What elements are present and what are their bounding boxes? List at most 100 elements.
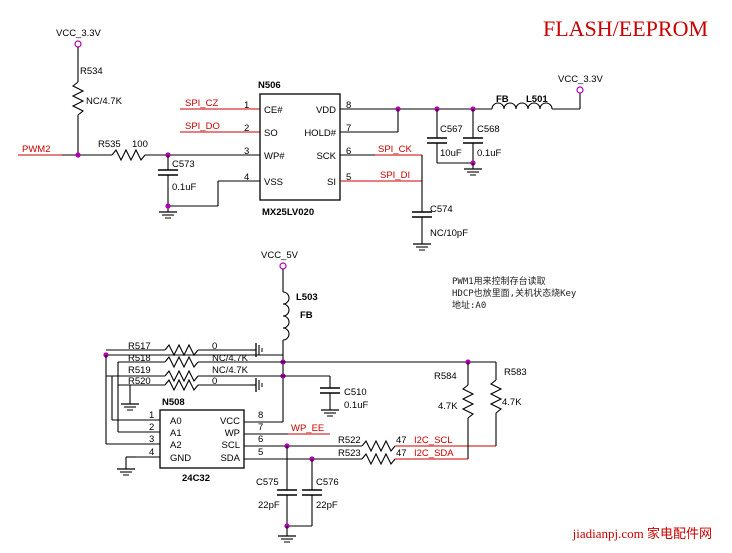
r523-value: 47: [396, 448, 407, 459]
r584-resistor: [461, 384, 475, 419]
r518-ref: R518: [128, 353, 151, 364]
r534-ref: R534: [80, 66, 103, 77]
c574-ground-icon: [412, 237, 432, 251]
spi-ck-net-label: SPI_CK: [378, 144, 412, 155]
c574-value: NC/10pF: [430, 228, 468, 239]
l503-inductor: [282, 291, 290, 341]
r518-value: NC/4.7K: [212, 353, 249, 364]
r584-value: 4.7K: [438, 401, 458, 412]
spi-cz-net-label: SPI_CZ: [185, 98, 218, 109]
watermark: jiadianpj.com 家电配件网: [572, 526, 712, 541]
r535-value: 100: [132, 139, 148, 150]
eeprom-pin-7-num: 7: [258, 422, 263, 433]
c510-capacitor: [320, 376, 340, 404]
c568-capacitor: [463, 109, 483, 163]
c575-ref: C575: [256, 477, 279, 488]
r520-ground-icon: [249, 377, 263, 393]
c567-ref: C567: [440, 124, 463, 135]
r583-ref: R583: [504, 367, 527, 378]
eeprom-pin-6-name: SCL: [222, 440, 240, 451]
flash-pin-2-num: 2: [244, 123, 249, 134]
r523-resistor: [361, 452, 396, 466]
flash-part: MX25LV020: [262, 207, 314, 218]
r535-ref: R535: [98, 139, 121, 150]
pwm2-junction: [75, 152, 81, 158]
r519-ref: R519: [128, 365, 151, 376]
c574-ref: C574: [430, 204, 453, 215]
l501-fb-label: FB: [496, 94, 509, 105]
eeprom-pin-2-num: 2: [149, 422, 154, 433]
eeprom-gnd-ground-icon: [116, 462, 136, 476]
flash-pin-8-name: VDD: [316, 105, 336, 116]
eeprom-pin-3-num: 3: [149, 434, 154, 445]
r517-resistor: [164, 343, 199, 357]
flash-pin-4-num: 4: [244, 172, 249, 183]
note-line-3: 地址:A0: [452, 299, 486, 311]
i2c-sda-net-label: I2C_SDA: [414, 448, 454, 459]
vcc33-right-terminal: [576, 86, 584, 94]
r522-ref: R522: [338, 435, 361, 446]
flash-pin-6-name: SCK: [316, 151, 336, 162]
flash-pin-6-num: 6: [346, 146, 351, 157]
c568-ref: C568: [477, 124, 500, 135]
r584-ref: R584: [434, 371, 457, 382]
pwm2-net-label: PWM2: [22, 144, 51, 155]
eeprom-chip-n508: [159, 409, 245, 469]
eeprom-pin-8-name: VCC: [220, 416, 240, 427]
eeprom-pin-3-name: A2: [170, 440, 182, 451]
eeprom-pin-5-name: SDA: [220, 453, 240, 464]
vcc33-right-label: VCC_3.3V: [558, 74, 604, 85]
a-bank-ground-icon: [120, 397, 140, 411]
c567-value: 10uF: [440, 148, 462, 159]
flash-pin-1-num: 1: [244, 100, 249, 111]
c575-value: 22pF: [258, 500, 280, 511]
eeprom-pin-6-num: 6: [258, 434, 263, 445]
vcc33-left-rail: VCC_3.3V: [56, 28, 102, 48]
r522-value: 47: [396, 435, 407, 446]
eeprom-part: 24C32: [182, 473, 210, 484]
c575-c576-ground-icon: [277, 529, 297, 543]
c574-capacitor: [412, 155, 432, 238]
l501-ref: L501: [526, 94, 548, 105]
flash-ref: N506: [258, 80, 281, 91]
flash-pin-5-num: 5: [346, 172, 351, 183]
eeprom-ref: N508: [162, 397, 185, 408]
c573-capacitor: [158, 155, 178, 206]
gnd-junction-left: [165, 203, 171, 209]
vcc33-left-label: VCC_3.3V: [56, 28, 102, 39]
r519-resistor: [164, 369, 199, 383]
l503-fb-label: FB: [300, 310, 313, 321]
eeprom-pin-4-num: 4: [149, 447, 154, 458]
c576-ref: C576: [316, 477, 339, 488]
flash-pin-7-num: 7: [346, 123, 351, 134]
eeprom-pin-5-num: 5: [258, 447, 263, 458]
eeprom-pin-4-name: GND: [170, 453, 191, 464]
r517-ref: R517: [128, 341, 151, 352]
r534-value: NC/4.7K: [86, 96, 123, 107]
flash-pin-7-name: HOLD#: [304, 128, 336, 139]
l503-ref: L503: [296, 292, 318, 303]
flash-pin-3-num: 3: [244, 146, 249, 157]
c567-c568-ground-icon: [463, 162, 483, 176]
c510-value: 0.1uF: [344, 400, 368, 411]
l501-inductor: [491, 102, 553, 110]
r518-resistor: [164, 355, 199, 369]
flash-pin-1-name: CE#: [264, 105, 283, 116]
r522-resistor: [361, 439, 396, 453]
flash-pin-5-name: SI: [327, 177, 336, 188]
spi-do-net-label: SPI_DO: [185, 121, 220, 132]
flash-pin-8-num: 8: [346, 100, 351, 111]
r519-value: NC/4.7K: [212, 365, 249, 376]
r534-resistor: [71, 81, 85, 116]
c573-ref: C573: [172, 159, 195, 170]
flash-chip-n506: [259, 93, 341, 201]
vcc5-terminal: [279, 262, 287, 270]
r517-value: 0: [212, 341, 217, 352]
eeprom-pin-2-name: A1: [170, 428, 182, 439]
c576-capacitor: [302, 459, 322, 526]
wp-ee-net-label: WP_EE: [291, 423, 324, 434]
r520-resistor: [164, 378, 199, 392]
spi-di-net-label: SPI_DI: [380, 170, 410, 181]
eeprom-pin-1-num: 1: [149, 410, 154, 421]
